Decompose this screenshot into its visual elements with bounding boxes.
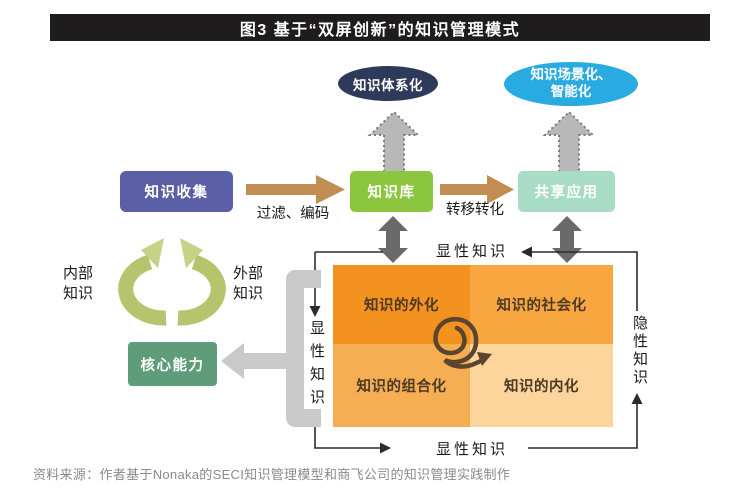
- seci-spiral-arrow-icon: [433, 316, 492, 369]
- box-knowledge-base: 知识库: [350, 171, 433, 212]
- seci-quadrant-label: 知识的内化: [504, 379, 579, 395]
- box-core-capability: 核心能力: [128, 342, 217, 386]
- box-label: 核心能力: [140, 357, 205, 374]
- oval-knowledge-scenario-intelligent: 知识场景化、 智能化: [504, 62, 638, 106]
- box-label: 知识库: [367, 185, 416, 201]
- label-explicit-knowledge-bottom: 显性知识: [435, 441, 508, 458]
- label-transfer-transform: 转移转化: [446, 202, 504, 218]
- seci-quadrant-label: 知识的社会化: [496, 298, 587, 314]
- box-label: 知识收集: [144, 185, 209, 201]
- seci-quadrant-combination: 知识的组合化: [333, 344, 470, 427]
- box-knowledge-collection: 知识收集: [120, 171, 233, 212]
- label-external-knowledge: 外部知识: [232, 265, 263, 303]
- box-share-apply: 共享应用: [518, 171, 615, 212]
- dashed-up-block-arrow-icon: [367, 110, 596, 173]
- right-block-arrow-icon: [246, 175, 514, 204]
- seci-quadrant-socialization: 知识的社会化: [470, 265, 613, 344]
- label-filter-encode: 过滤、编码: [256, 206, 330, 222]
- seci-quadrant-label: 知识的组合化: [356, 379, 447, 395]
- oval-label-line1: 知识场景化、: [530, 67, 612, 83]
- label-explicit-knowledge-left: 显性知识: [308, 320, 325, 412]
- seci-quadrant-internalization: 知识的内化: [470, 344, 613, 427]
- knowledge-loop-lines: [314, 251, 638, 449]
- figure-title-bar: 图3 基于“双屏创新”的知识管理模式: [50, 14, 710, 41]
- label-internal-knowledge: 内部知识: [62, 265, 93, 303]
- seci-quadrant-externalization: 知识的外化: [333, 265, 470, 344]
- label-tacit-knowledge-right: 隐性知识: [631, 315, 648, 387]
- knowledge-loop-arrowheads: [309, 246, 643, 454]
- oval-label: 知识体系化: [353, 77, 423, 93]
- source-note: 资料来源：作者基于Nonaka的SECI知识管理模型和商飞公司的知识管理实践制作: [33, 467, 511, 482]
- seci-quadrant-label: 知识的外化: [364, 298, 439, 314]
- cycle-arrows-icon: [118, 238, 226, 326]
- figure-title: 图3 基于“双屏创新”的知识管理模式: [239, 21, 521, 39]
- oval-label-line2: 智能化: [550, 84, 592, 99]
- label-explicit-knowledge-top: 显性知识: [435, 243, 508, 260]
- box-label: 共享应用: [534, 185, 599, 201]
- oval-knowledge-systematization: 知识体系化: [338, 66, 438, 101]
- left-arrow-bracket-icon: [221, 270, 321, 427]
